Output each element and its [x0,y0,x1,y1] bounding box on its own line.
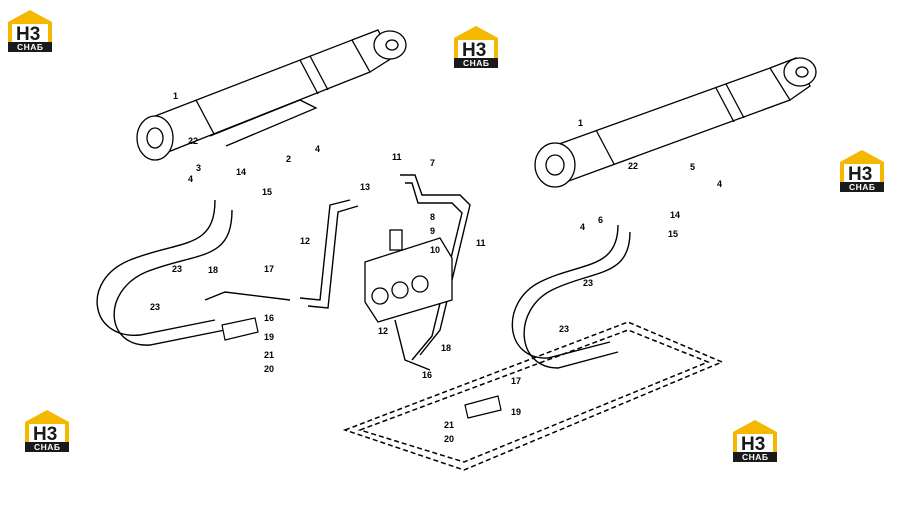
callout-21-left: 21 [264,350,274,360]
logo-top-center: H3 СНАБ [454,26,498,68]
callout-13: 13 [360,182,370,192]
control-valve-block [364,229,453,323]
callout-4-left: 4 [188,174,193,184]
callout-18-left: 18 [208,265,218,275]
logo-bottom-left: H3 СНАБ [25,410,69,452]
callout-23-right-lower: 23 [559,324,569,334]
callout-20-right: 20 [444,434,454,444]
callout-12-left: 12 [300,236,310,246]
callout-5: 5 [690,162,695,172]
left-hydraulic-cylinder [136,29,407,161]
callout-6: 6 [598,215,603,225]
right-hydraulic-cylinder [534,57,817,188]
clamp-bracket-right [464,395,502,419]
logo-mark: H3 [462,40,486,61]
callout-15-right: 15 [668,229,678,239]
callout-14-left: 14 [236,167,246,177]
callout-11-right: 11 [476,238,486,248]
dashed-floor-outline-inner [357,329,710,463]
logo-mark: H3 [848,164,872,185]
logo-mark: H3 [16,24,40,45]
callout-16-left: 16 [264,313,274,323]
callout-10: 10 [430,245,440,255]
callout-19-right: 19 [511,407,521,417]
callout-22-right: 22 [628,161,638,171]
right-hose-loop [511,224,631,369]
callout-11-top: 11 [392,152,402,162]
callout-16-right: 16 [422,370,432,380]
clamp-bracket-left [221,317,259,341]
callout-labels: 1 22 3 14 15 4 2 4 23 18 17 16 19 21 20 … [150,91,722,444]
logo-mark: H3 [33,424,57,445]
logo-bottom-right: H3 СНАБ [733,420,777,462]
callout-1-left: 1 [173,91,178,101]
callout-4-left-upper: 4 [315,144,320,154]
logo-mark: H3 [741,434,765,455]
callout-17-left: 17 [264,264,274,274]
logo-text: СНАБ [463,58,490,68]
central-pipes [299,174,471,371]
callout-8: 8 [430,212,435,222]
callout-19-left: 19 [264,332,274,342]
logo-text: СНАБ [849,182,876,192]
callout-1-right: 1 [578,118,583,128]
callout-18-right: 18 [441,343,451,353]
callout-12-bottom: 12 [378,326,388,336]
logo-text: СНАБ [17,42,44,52]
callout-3: 3 [196,163,201,173]
callout-22-left: 22 [188,136,198,146]
callout-4-right-upper: 4 [717,179,722,189]
callout-23-left-upper: 23 [172,264,182,274]
logo-right: H3 СНАБ [840,150,884,192]
dashed-floor-outline [342,321,724,471]
logo-text: СНАБ [34,442,61,452]
logo-text: СНАБ [742,452,769,462]
callout-4-right: 4 [580,222,585,232]
callout-20-left: 20 [264,364,274,374]
callout-23-left-lower: 23 [150,302,160,312]
callout-17-right: 17 [511,376,521,386]
callout-15-left: 15 [262,187,272,197]
callout-2: 2 [286,154,291,164]
callout-14-right: 14 [670,210,680,220]
logo-top-left: H3 СНАБ [8,10,52,52]
callout-23-right-upper: 23 [583,278,593,288]
callout-21-right: 21 [444,420,454,430]
left-hose-loop [96,199,291,346]
callout-9: 9 [430,226,435,236]
callout-7: 7 [430,158,435,168]
